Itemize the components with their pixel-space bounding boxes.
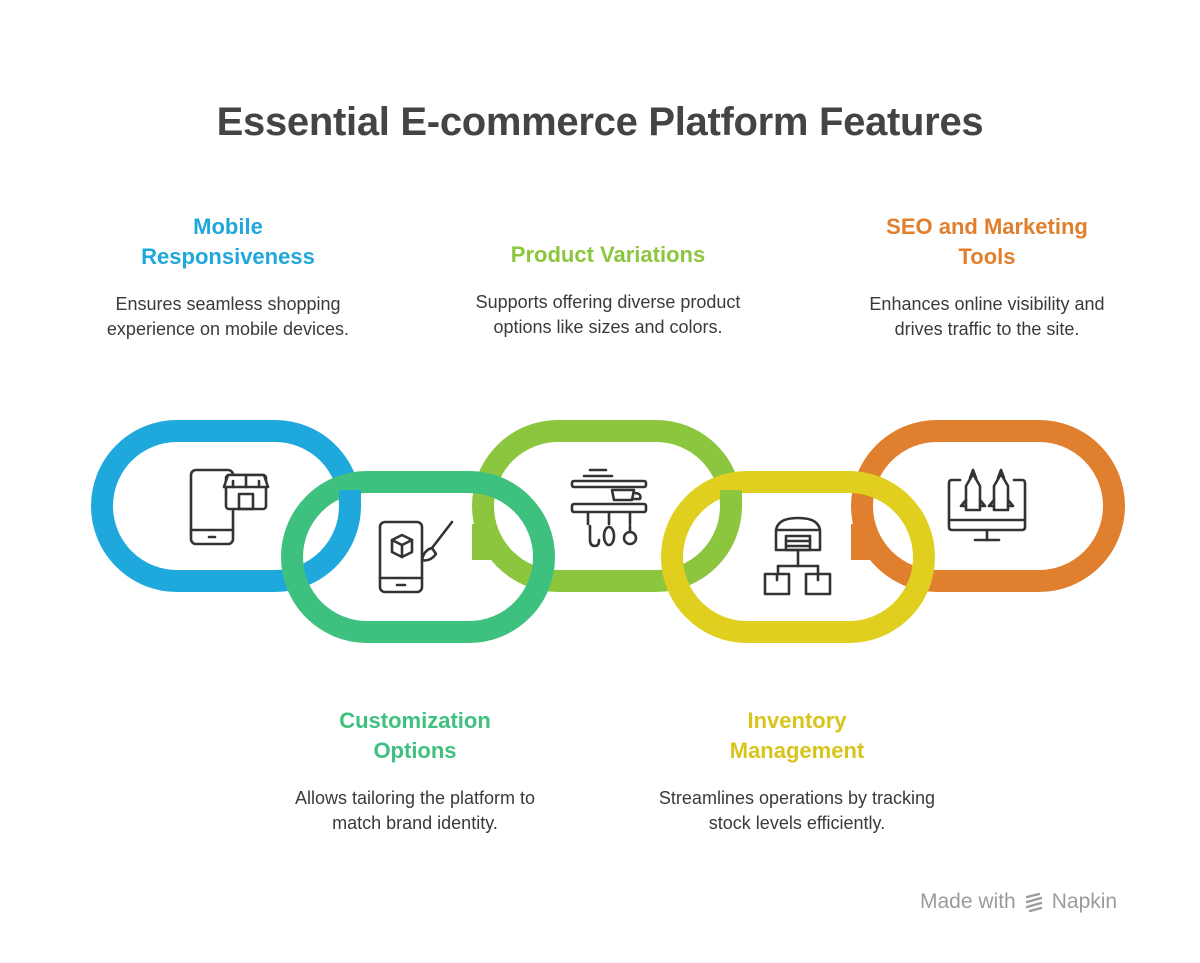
feature-description: Supports offering diverse product option…: [475, 292, 741, 337]
feature-title-line: Management: [729, 738, 865, 763]
feature-inventory-management: Inventory Management Streamlines operati…: [657, 706, 937, 836]
credit-brand: Napkin: [1051, 890, 1118, 913]
feature-title: Inventory Management: [657, 706, 937, 766]
feature-title: Mobile Responsiveness: [88, 212, 368, 272]
feature-title: Customization Options: [275, 706, 555, 766]
feature-title-line: Tools: [958, 244, 1016, 269]
chain-link-customization: [281, 471, 555, 643]
feature-title-line: Customization: [339, 708, 491, 733]
chain-link-seo: [851, 420, 1125, 592]
feature-mobile-responsiveness: Mobile Responsiveness Ensures seamless s…: [88, 212, 368, 342]
feature-customization-options: Customization Options Allows tailoring t…: [275, 706, 555, 836]
feature-title-line: Inventory: [747, 708, 847, 733]
feature-title: SEO and Marketing Tools: [847, 212, 1127, 272]
feature-description: Streamlines operations by tracking stock…: [658, 788, 936, 833]
feature-title: Product Variations: [468, 240, 748, 270]
page-title: Essential E-commerce Platform Features: [216, 100, 984, 144]
monitor-rockets-icon: [947, 468, 1027, 542]
feature-description: Enhances online visibility and drives tr…: [869, 294, 1105, 339]
feature-title-line: Responsiveness: [141, 244, 315, 269]
feature-title-line: Options: [373, 738, 457, 763]
credit-prefix: Made with: [920, 890, 1016, 913]
feature-title-line: Mobile: [193, 214, 263, 239]
phone-cube-brush-icon: [378, 520, 454, 594]
feature-title-line: SEO and Marketing: [886, 214, 1088, 239]
napkin-logo-icon: [1024, 891, 1044, 913]
smartphone-store-icon: [189, 468, 270, 546]
chain-link-inventory: [661, 471, 935, 643]
feature-title-line: Product Variations: [510, 242, 706, 267]
feature-description: Allows tailoring the platform to match b…: [294, 788, 536, 833]
feature-seo-marketing: SEO and Marketing Tools Enhances online …: [847, 212, 1127, 342]
shelf-utensils-icon: [570, 468, 648, 548]
warehouse-boxes-icon: [763, 516, 832, 596]
napkin-credit[interactable]: Made with Napkin: [920, 890, 1117, 914]
feature-product-variations: Product Variations Supports offering div…: [468, 240, 748, 340]
feature-description: Ensures seamless shopping experience on …: [106, 294, 350, 339]
